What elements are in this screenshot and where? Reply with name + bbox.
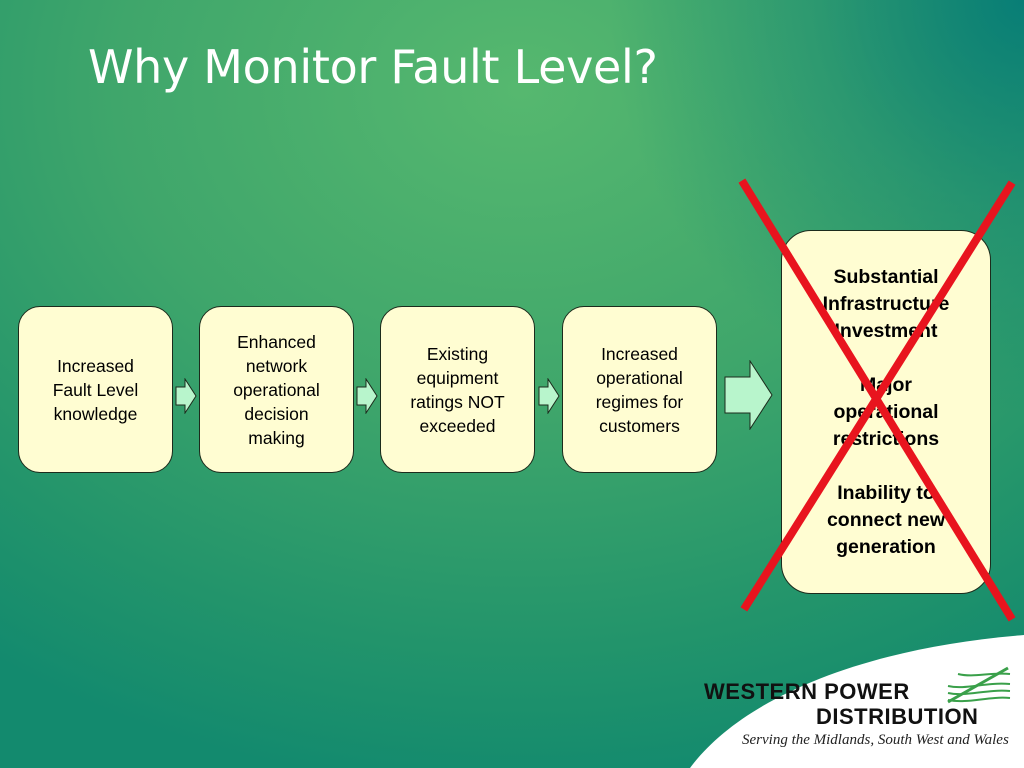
flow-step-2: Enhanced network operational decision ma…	[199, 306, 354, 473]
flow-step-4: Increased operational regimes for custom…	[562, 306, 717, 473]
slide-title: Why Monitor Fault Level?	[88, 40, 658, 94]
outcome-box: Substantial Infrastructure Investment Ma…	[781, 230, 991, 594]
outcome-item-1: Substantial Infrastructure Investment	[822, 266, 950, 342]
outcome-item-2: Major operational restrictions	[832, 374, 940, 450]
company-tagline: Serving the Midlands, South West and Wal…	[742, 732, 1009, 748]
flow-arrow-3	[538, 378, 560, 414]
flow-step-3: Existing equipment ratings NOT exceeded	[380, 306, 535, 473]
flow-arrow-1	[175, 378, 197, 414]
flow-arrow-outcome	[724, 360, 773, 430]
company-logo-line1: WESTERN POWER	[704, 679, 910, 704]
outcome-item-3: Inability to connect new generation	[826, 482, 946, 558]
company-logo-line2: DISTRIBUTION	[816, 704, 979, 729]
flow-step-1: Increased Fault Level knowledge	[18, 306, 173, 473]
flow-arrow-2	[356, 378, 378, 414]
power-lines-logo-icon	[946, 664, 1012, 706]
